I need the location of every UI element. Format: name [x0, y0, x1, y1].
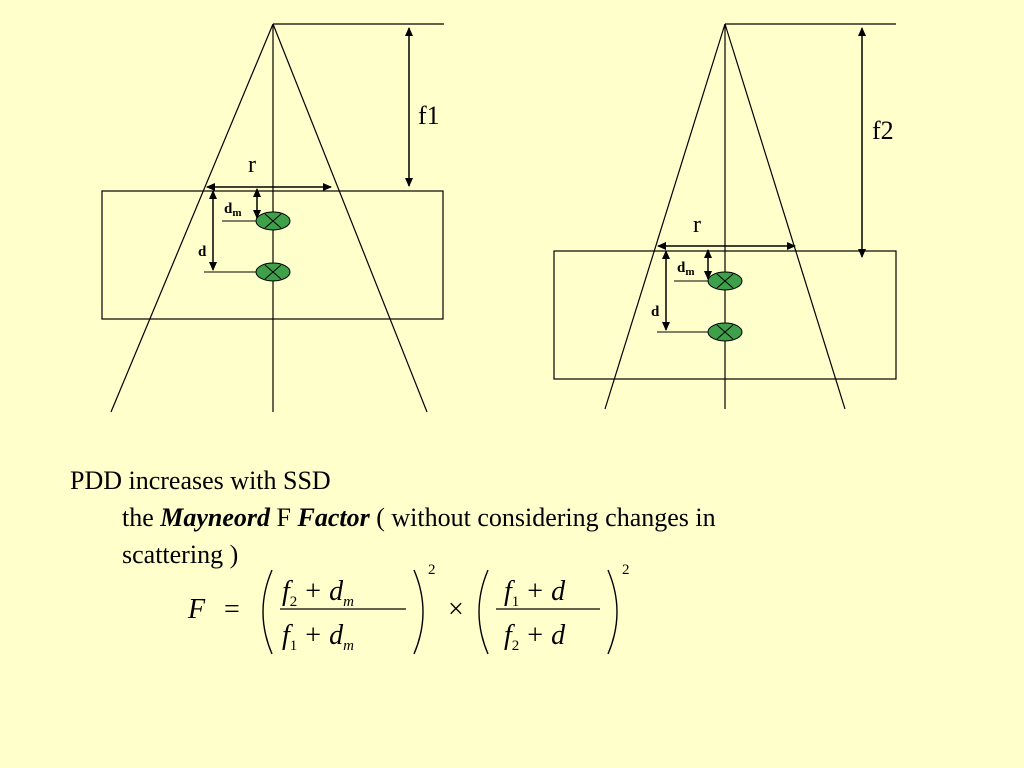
formula-lhs: F [187, 594, 206, 625]
right-beam-edge-left [604, 23, 726, 410]
factor-term: Factor [297, 503, 370, 532]
left-f1-label: f1 [418, 101, 440, 130]
right-dm-label: dm [677, 260, 695, 278]
left-d-label: d [198, 244, 207, 260]
left-beam-edge-left [110, 23, 274, 413]
formula-den-1: f1+dm [282, 620, 354, 654]
right-beam-edge-right [724, 23, 846, 410]
formula-den-2: f2+d [504, 620, 566, 654]
left-beam-edge-right [272, 23, 428, 413]
mayneord-line: the Mayneord F Factor ( without consider… [122, 503, 716, 532]
formula-times: × [448, 594, 464, 625]
mayneord-term: Mayneord [160, 503, 271, 532]
formula-num-2: f1+d [504, 576, 566, 610]
left-dm-label: dm [224, 201, 242, 219]
right-setup: f2 r dm d [553, 23, 897, 410]
left-d-marker [255, 262, 291, 282]
right-phantom [553, 250, 897, 380]
pdd-statement: PDD increases with SSD [70, 466, 331, 495]
left-r-label: r [248, 152, 256, 178]
formula-exponent-2: 2 [622, 562, 630, 578]
right-d-marker [707, 322, 743, 342]
formula-equals: = [224, 594, 240, 625]
right-f2-label: f2 [872, 116, 894, 145]
formula-paren-open-2 [478, 569, 489, 655]
left-dm-marker [255, 211, 291, 231]
scattering-line: scattering ) [122, 540, 239, 569]
formula-paren-close-1 [413, 569, 424, 655]
formula-exponent-1: 2 [428, 562, 436, 578]
mayneord-formula: F = f2+dm f1+dm 2 × f1+d f2+d 2 [187, 562, 630, 655]
formula-paren-close-2 [607, 569, 618, 655]
formula-paren-open-1 [262, 569, 273, 655]
left-phantom [101, 190, 444, 320]
description-text: PDD increases with SSD the Mayneord F Fa… [70, 462, 970, 573]
right-dm-marker [707, 271, 743, 291]
right-r-label: r [693, 212, 701, 238]
right-d-label: d [651, 304, 660, 320]
left-setup: f1 r dm d [101, 23, 444, 413]
formula-num-1: f2+dm [282, 576, 354, 610]
